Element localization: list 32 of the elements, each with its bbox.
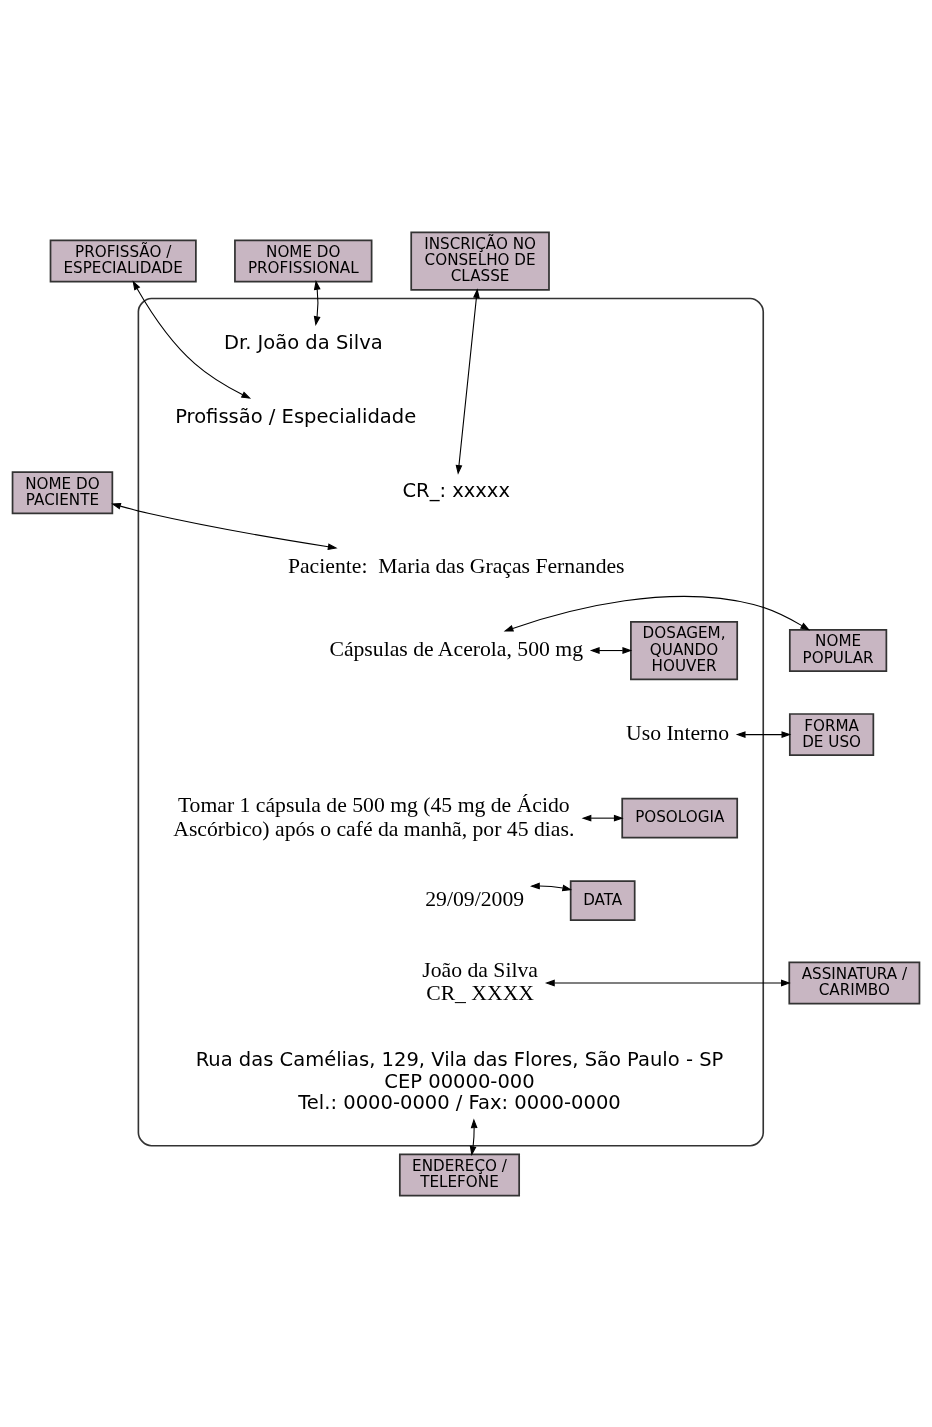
node-box: NOME DO PROFISSIONAL (234, 239, 373, 283)
arrow (503, 595, 811, 632)
node-box: DOSAGEM, QUANDO HOUVER (630, 620, 739, 680)
node-text: Paciente: Maria das Graças Fernandes (287, 553, 625, 578)
node-box: FORMA DE USO (788, 712, 875, 756)
arrow (469, 1117, 478, 1156)
node-text: Tomar 1 cápsula de 500 mg (45 mg de Ácido Ascórbico) após o café da manhã, por 45 dias. (173, 792, 575, 840)
node-text: Profissão / Especialidade (175, 404, 417, 428)
arrow (581, 814, 624, 822)
node-box: DATA (569, 879, 636, 921)
node-text: Rua das Camélias, 129, Vila das Flores, São Paulo - SP CEP 00000-000 Tel.: 0000-0000 / Fax: 0000-0000 (195, 1047, 724, 1114)
node-text: Cápsulas de Acerola, 500 mg (329, 636, 584, 661)
arrow (735, 730, 792, 738)
node-box: PROFISSÃO / ESPECIALIDADE (49, 239, 197, 283)
arrow (455, 287, 480, 475)
node-box: POSOLOGIA (621, 797, 739, 839)
arrow (111, 502, 338, 550)
node-box: ASSINATURA / CARIMBO (788, 961, 921, 1004)
node-text: João da Silva CR_ XXXX (422, 957, 538, 1005)
arrow (313, 279, 321, 326)
node-box: ENDEREÇO / TELEFONE (398, 1153, 521, 1197)
arrow (132, 279, 252, 399)
node-box: INSCRIÇÃO NO CONSELHO DE CLASSE (410, 230, 550, 291)
node-box: NOME POPULAR (788, 628, 888, 672)
arrow (589, 646, 633, 654)
node-text: Uso Interno (626, 720, 730, 745)
arrow (545, 979, 791, 986)
node-box: NOME DO PACIENTE (11, 470, 114, 514)
node-text: 29/09/2009 (425, 886, 525, 911)
node-text: Dr. João da Silva (223, 330, 383, 354)
node-text: CR_: xxxxx (402, 478, 510, 502)
arrow (530, 882, 573, 891)
